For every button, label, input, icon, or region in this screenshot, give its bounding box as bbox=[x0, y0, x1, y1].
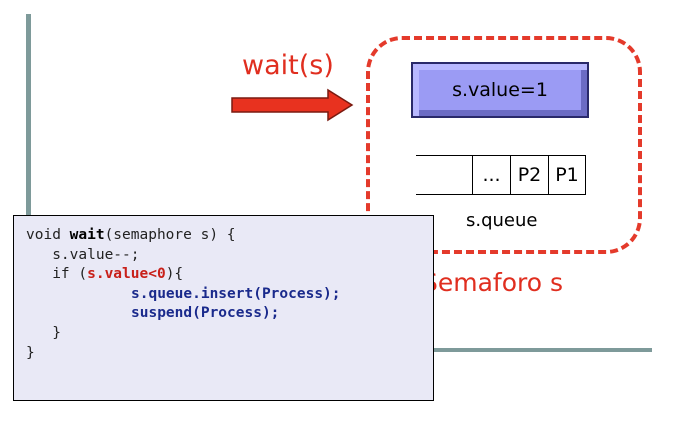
code-highlight: suspend(Process); bbox=[131, 305, 280, 322]
queue-cell-p2: P2 bbox=[510, 156, 548, 194]
wait-call-label: wait(s) bbox=[242, 50, 334, 81]
semaphore-box bbox=[366, 36, 642, 254]
queue-cell-ellipsis: ... bbox=[472, 156, 510, 194]
code-line: suspend(Process); bbox=[26, 304, 433, 324]
code-line: s.value--; bbox=[26, 246, 140, 263]
semaphore-value-box: s.value=1 bbox=[411, 62, 589, 118]
code-token: if ( bbox=[26, 266, 88, 283]
semaphore-name-label: Semaforo s bbox=[422, 268, 564, 297]
frame-horizontal-bar bbox=[430, 348, 652, 352]
code-token: ){ bbox=[165, 266, 184, 283]
code-highlight: s.queue.insert(Process); bbox=[131, 285, 341, 302]
code-line: } bbox=[26, 344, 35, 361]
queue-cell-empty bbox=[416, 156, 472, 194]
code-token: (semaphore s) { bbox=[104, 227, 236, 243]
arrow-right-icon bbox=[231, 88, 354, 122]
frame-vertical-bar bbox=[26, 14, 31, 220]
code-line: if (s.value<0){ bbox=[26, 265, 433, 285]
queue-label: s.queue bbox=[466, 210, 538, 231]
semaphore-value-label: s.value=1 bbox=[452, 79, 548, 101]
semaphore-queue: ... P2 P1 bbox=[416, 155, 586, 195]
code-condition: s.value<0 bbox=[87, 266, 166, 283]
code-keyword: wait bbox=[69, 227, 105, 243]
queue-cell-p1: P1 bbox=[548, 156, 586, 194]
code-token: void bbox=[26, 227, 70, 243]
code-line: s.queue.insert(Process); bbox=[26, 285, 433, 305]
code-listing: void wait(semaphore s) { s.value--; if (… bbox=[13, 215, 434, 401]
code-line: } bbox=[26, 324, 61, 341]
code-line: void wait(semaphore s) { bbox=[26, 226, 433, 246]
